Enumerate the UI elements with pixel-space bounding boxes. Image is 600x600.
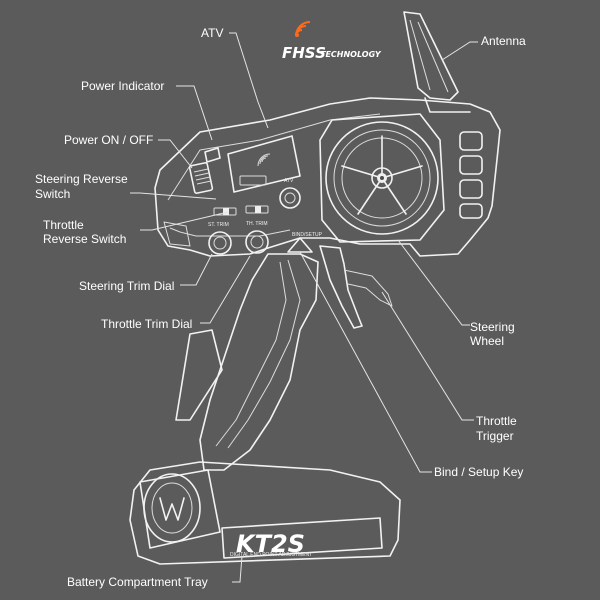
transmitter-body: ATV ST. TRIM TH. TRIM — [129, 11, 501, 565]
label-atv: ATV — [201, 26, 223, 40]
power-led — [204, 147, 221, 163]
antenna-shape — [403, 11, 459, 101]
signal-waves-icon — [295, 21, 311, 37]
label-throttle-trigger-line2: Trigger — [476, 429, 514, 443]
throttle-trim-dial[interactable] — [245, 230, 269, 254]
steering-reverse-leader — [130, 192, 217, 200]
throttle-trim-leader — [200, 255, 251, 324]
callout-labels: ATV Antenna Power Indicator Power ON / O… — [35, 26, 526, 589]
bind-setup-leader — [299, 251, 432, 473]
label-steering-reverse-line1: Steering Reverse — [35, 172, 128, 186]
atv-small-label: ATV — [284, 178, 294, 184]
steering-trim-dial[interactable] — [208, 231, 232, 255]
throttle-reverse-switch[interactable] — [245, 205, 269, 214]
head-housing — [154, 97, 501, 257]
power-switch[interactable] — [188, 162, 214, 194]
label-steering-reverse-line2: Switch — [35, 187, 70, 201]
st-trim-small: ST. TRIM — [208, 222, 229, 228]
label-steering-wheel-line1: Steering — [470, 320, 515, 334]
side-button-3[interactable] — [459, 179, 483, 199]
power-switch-leader — [158, 139, 193, 169]
model-badge: KT2S — [236, 530, 305, 558]
bind-small-label: BIND/SETUP — [292, 232, 323, 238]
brand-name: FHSS — [282, 44, 326, 62]
label-battery-tray: Battery Compartment Tray — [67, 575, 208, 589]
power-indicator-leader — [176, 85, 213, 141]
signal-icon — [257, 153, 271, 167]
label-throttle-reverse-line2: Reverse Switch — [43, 232, 126, 246]
side-buttons — [459, 131, 483, 219]
steering-wheel-leader — [397, 239, 470, 326]
atv-knob[interactable] — [279, 187, 301, 209]
steering-reverse-switch[interactable] — [213, 207, 237, 216]
label-power-on-off: Power ON / OFF — [64, 133, 153, 147]
label-antenna: Antenna — [481, 34, 526, 48]
throttle-trigger-leader — [381, 291, 474, 421]
battery-compartment-tray[interactable] — [139, 469, 221, 549]
label-throttle-trigger-line1: Throttle — [476, 414, 517, 428]
label-steering-trim: Steering Trim Dial — [79, 279, 174, 293]
label-steering-wheel-line2: Wheel — [470, 334, 504, 348]
grip-handle — [199, 253, 319, 471]
side-button-4[interactable] — [459, 203, 483, 219]
label-power-indicator: Power Indicator — [81, 79, 164, 93]
antenna-leader — [441, 41, 478, 61]
display-panel — [227, 135, 301, 193]
side-button-1[interactable] — [459, 131, 483, 151]
brand-suffix: TECHNOLOGY — [320, 50, 382, 59]
battery-tray-leader — [232, 555, 243, 583]
side-button-2[interactable] — [459, 155, 483, 175]
grip-inset — [175, 329, 223, 421]
steering-trim-leader — [180, 253, 213, 286]
badge-caption: DIGITAL END POINT ADJUSTMENT — [230, 552, 312, 558]
label-throttle-reverse-line1: Throttle — [43, 218, 84, 232]
label-bind-setup: Bind / Setup Key — [434, 465, 523, 479]
label-throttle-trim: Throttle Trim Dial — [101, 317, 192, 331]
steering-wheel[interactable] — [319, 113, 445, 243]
atv-leader — [229, 32, 269, 129]
panel-badge — [239, 175, 267, 186]
th-trim-small: TH. TRIM — [246, 221, 268, 227]
fhss-logo: FHSS TECHNOLOGY — [282, 21, 382, 62]
throttle-reverse-leader — [140, 211, 229, 231]
wheel-spokes — [341, 135, 423, 215]
base-housing — [129, 461, 401, 565]
throttle-trigger[interactable] — [319, 245, 363, 329]
model-badge-plate: KT2S DIGITAL END POINT ADJUSTMENT — [221, 517, 383, 559]
leader-lines — [130, 32, 478, 583]
